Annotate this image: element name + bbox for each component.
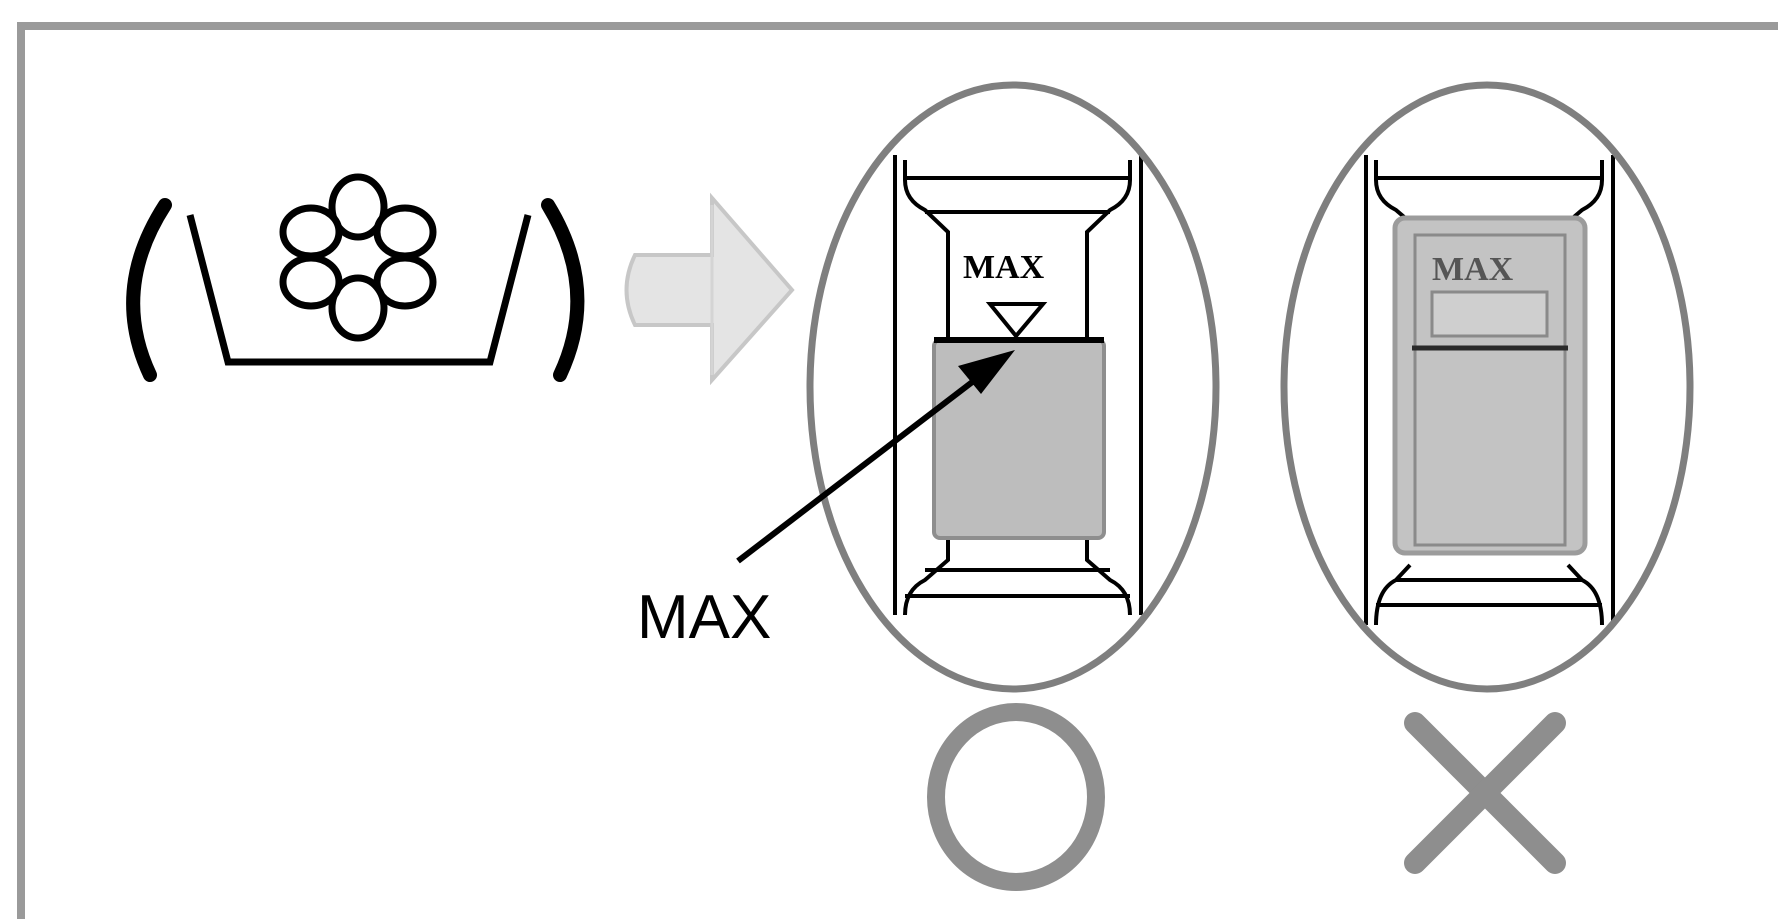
correct-fill-example: MAX xyxy=(806,81,1220,693)
cross-icon xyxy=(1404,712,1566,874)
correct-example-ring xyxy=(806,81,1220,693)
max-callout: MAX xyxy=(637,350,1015,652)
incorrect-example-ring xyxy=(1280,81,1694,693)
correct-level-mark-text: MAX xyxy=(963,249,1045,286)
level-mark-triangle-icon xyxy=(985,302,1048,340)
incorrect-level-mark-text: MAX xyxy=(1432,251,1514,288)
arrow-right-icon xyxy=(624,192,795,386)
fabric-softener-flower-icon xyxy=(126,173,585,382)
incorrect-fill-example: MAX xyxy=(1280,81,1694,693)
liquid-level-fill xyxy=(932,338,1106,540)
circle-icon xyxy=(927,703,1105,891)
max-callout-label: MAX xyxy=(637,583,771,652)
